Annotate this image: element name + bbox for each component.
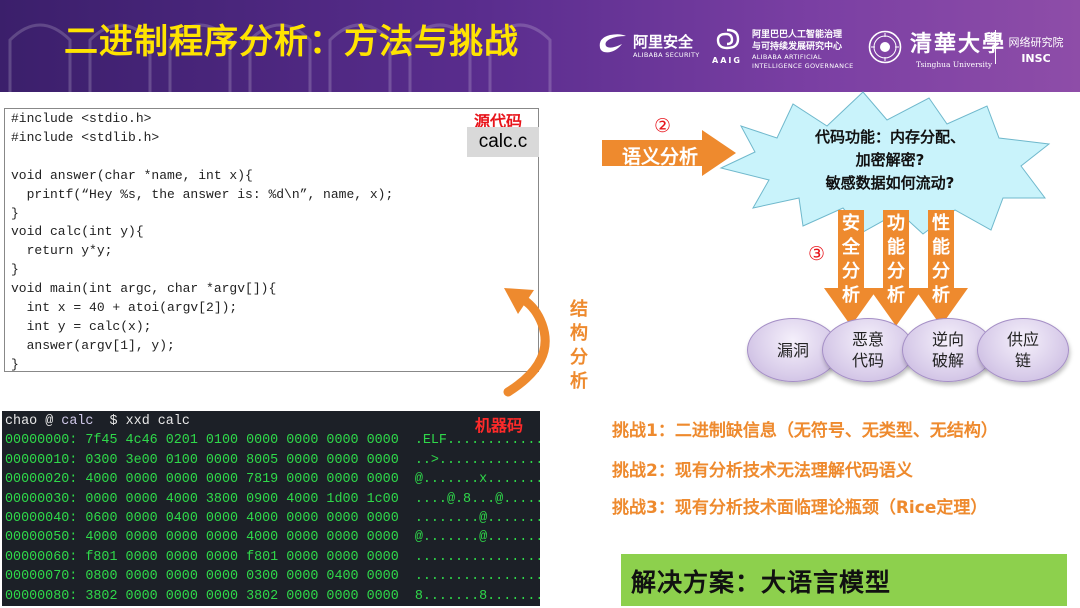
performance-analysis-label: 性能分析 (929, 212, 953, 308)
cloud-line-2: 加密解密? (855, 151, 925, 169)
tsinghua-logo-en: Tsinghua University (916, 60, 993, 69)
function-analysis-label: 功能分析 (884, 212, 908, 308)
insc-logo-en: INSC (1021, 52, 1051, 65)
source-code-line: int x = 40 + atoi(argv[2]); (11, 300, 238, 316)
hexdump-line: 00000010: 0300 3e00 0100 0000 8005 0000 … (5, 452, 540, 468)
security-analysis-text: 安全分析 (842, 213, 860, 306)
application-malware-label: 恶意代码 (851, 330, 884, 370)
cloud-line-1: 代码功能：内存分配、 (814, 128, 965, 146)
hexdump-line: 00000050: 4000 0000 0000 0000 4000 0000 … (5, 530, 540, 546)
insc-logo-cn: 网络研究院 (1008, 36, 1064, 49)
source-code-line: void main(int argc, char *argv[]){ (11, 281, 277, 297)
alibaba-logo-en: ALIBABA SECURITY (633, 51, 700, 59)
structure-analysis-label: 结构分析 (570, 299, 588, 392)
logo-divider (995, 30, 996, 64)
source-code-line: } (11, 262, 19, 278)
application-vulnerability-label: 漏洞 (776, 340, 809, 360)
semantic-analysis-label: 语义分析 (622, 146, 699, 168)
alibaba-smile-icon (599, 34, 626, 53)
cloud-line-3: 敏感数据如何流动? (825, 174, 955, 192)
terminal-command: xxd calc (125, 414, 190, 429)
aaig-label: AAIG (712, 56, 742, 65)
hexdump-line: 00000020: 4000 0000 0000 0000 7819 0000 … (5, 472, 540, 488)
aaig-spiral-icon (716, 28, 740, 50)
aaig-en-line2: INTELLIGENCE GOVERNANCE (752, 62, 854, 70)
source-code-panel: #include <stdio.h> #include <stdlib.h> v… (4, 108, 539, 372)
question-cloud-shape (719, 91, 1051, 235)
tsinghua-logo-cn: 清華大學 (910, 31, 1007, 57)
semantic-analysis-arrow (602, 130, 736, 176)
alibaba-logo-cn: 阿里安全 (633, 33, 694, 51)
function-analysis-text: 功能分析 (887, 213, 905, 306)
terminal-prompt-symbol: $ (109, 414, 118, 429)
aaig-cn-line1: 阿里巴巴人工智能治理 (752, 30, 843, 40)
hexdump-line: 00000080: 3802 0000 0000 0000 3802 0000 … (5, 588, 540, 604)
source-filename-badge: calc.c (467, 127, 539, 157)
cloud-question-text: 代码功能：内存分配、 加密解密? 敏感数据如何流动? (790, 126, 990, 195)
solution-box: 解决方案：大语言模型 (621, 554, 1067, 606)
hexdump-lines: 00000000: 7f45 4c46 0201 0100 0000 0000 … (5, 433, 540, 603)
terminal-at: @ (45, 414, 54, 429)
tsinghua-seal-icon (868, 30, 902, 64)
hexdump-line: 00000040: 0600 0000 0400 0000 4000 0000 … (5, 511, 540, 527)
source-code-line: answer(argv[1], y); (11, 337, 175, 353)
challenge-3: 挑战3：现有分析技术面临理论瓶颈（Rice定理） (612, 498, 988, 518)
source-code-line: } (11, 205, 19, 221)
source-code-line: } (11, 356, 19, 372)
hexdump-line: 00000060: f801 0000 0000 0000 f801 0000 … (5, 549, 540, 565)
performance-analysis-text: 性能分析 (932, 213, 950, 306)
source-code-line: #include <stdlib.h> (11, 129, 160, 145)
security-analysis-arrow (824, 210, 878, 326)
source-code-line: return y*y; (11, 243, 113, 259)
application-supply-chain: 供应链 (977, 318, 1069, 382)
aaig-en-line1: ALIBABA ARTIFICIAL (752, 53, 822, 61)
source-code-line: #include <stdio.h> (11, 111, 152, 126)
source-code-line: void calc(int y){ (11, 224, 144, 240)
challenge-1: 挑战1：二进制缺信息（无符号、无类型、无结构） (612, 421, 998, 441)
insc-logo: 网络研究院 INSC (1005, 34, 1067, 65)
building-arches-decoration (8, 23, 552, 92)
hexdump-line: 00000000: 7f45 4c46 0201 0100 0000 0000 … (5, 433, 540, 449)
step-number-2: ② (654, 115, 672, 137)
machine-code-terminal: chao @ calc $ xxd calc 00000000: 7f45 4c… (2, 411, 540, 606)
solution-text: 解决方案：大语言模型 (631, 568, 892, 597)
application-supply-chain-label: 供应链 (1006, 330, 1039, 370)
step-number-3: ③ (808, 243, 826, 265)
source-code-line: void answer(char *name, int x){ (11, 167, 253, 183)
hexdump-text: chao @ calc $ xxd calc 00000000: 7f45 4c… (5, 412, 540, 606)
structure-analysis-curved-arrow (503, 288, 550, 397)
function-analysis-arrow (869, 210, 923, 326)
terminal-dir: calc (61, 414, 94, 429)
source-code-text: #include <stdio.h> #include <stdlib.h> v… (11, 110, 393, 375)
application-malware: 恶意代码 (822, 318, 914, 382)
performance-analysis-arrow (914, 210, 968, 326)
machine-code-label: 机器码 (472, 412, 524, 436)
application-reverse-cracking: 逆向破解 (902, 318, 994, 382)
header-banner: 二进制程序分析：方法与挑战 阿里安全 ALIBABA SECURITY AAIG… (0, 0, 1080, 92)
hexdump-line: 00000030: 0000 0000 4000 3800 0900 4000 … (5, 491, 540, 507)
source-code-line: int y = calc(x); (11, 318, 152, 334)
hexdump-line: 00000070: 0800 0000 0000 0000 0300 0000 … (5, 569, 540, 585)
terminal-user: chao (5, 414, 38, 429)
slide-title: 二进制程序分析：方法与挑战 (64, 22, 519, 62)
aaig-cn-line2: 与可持续发展研究中心 (752, 42, 843, 52)
application-reverse-cracking-label: 逆向破解 (931, 330, 964, 370)
source-code-label: 源代码 (474, 112, 523, 131)
security-analysis-label: 安全分析 (839, 212, 863, 308)
source-code-line: printf(“Hey %s, the answer is: %d\n”, na… (11, 186, 394, 202)
challenge-2: 挑战2：现有分析技术无法理解代码语义 (612, 461, 913, 481)
